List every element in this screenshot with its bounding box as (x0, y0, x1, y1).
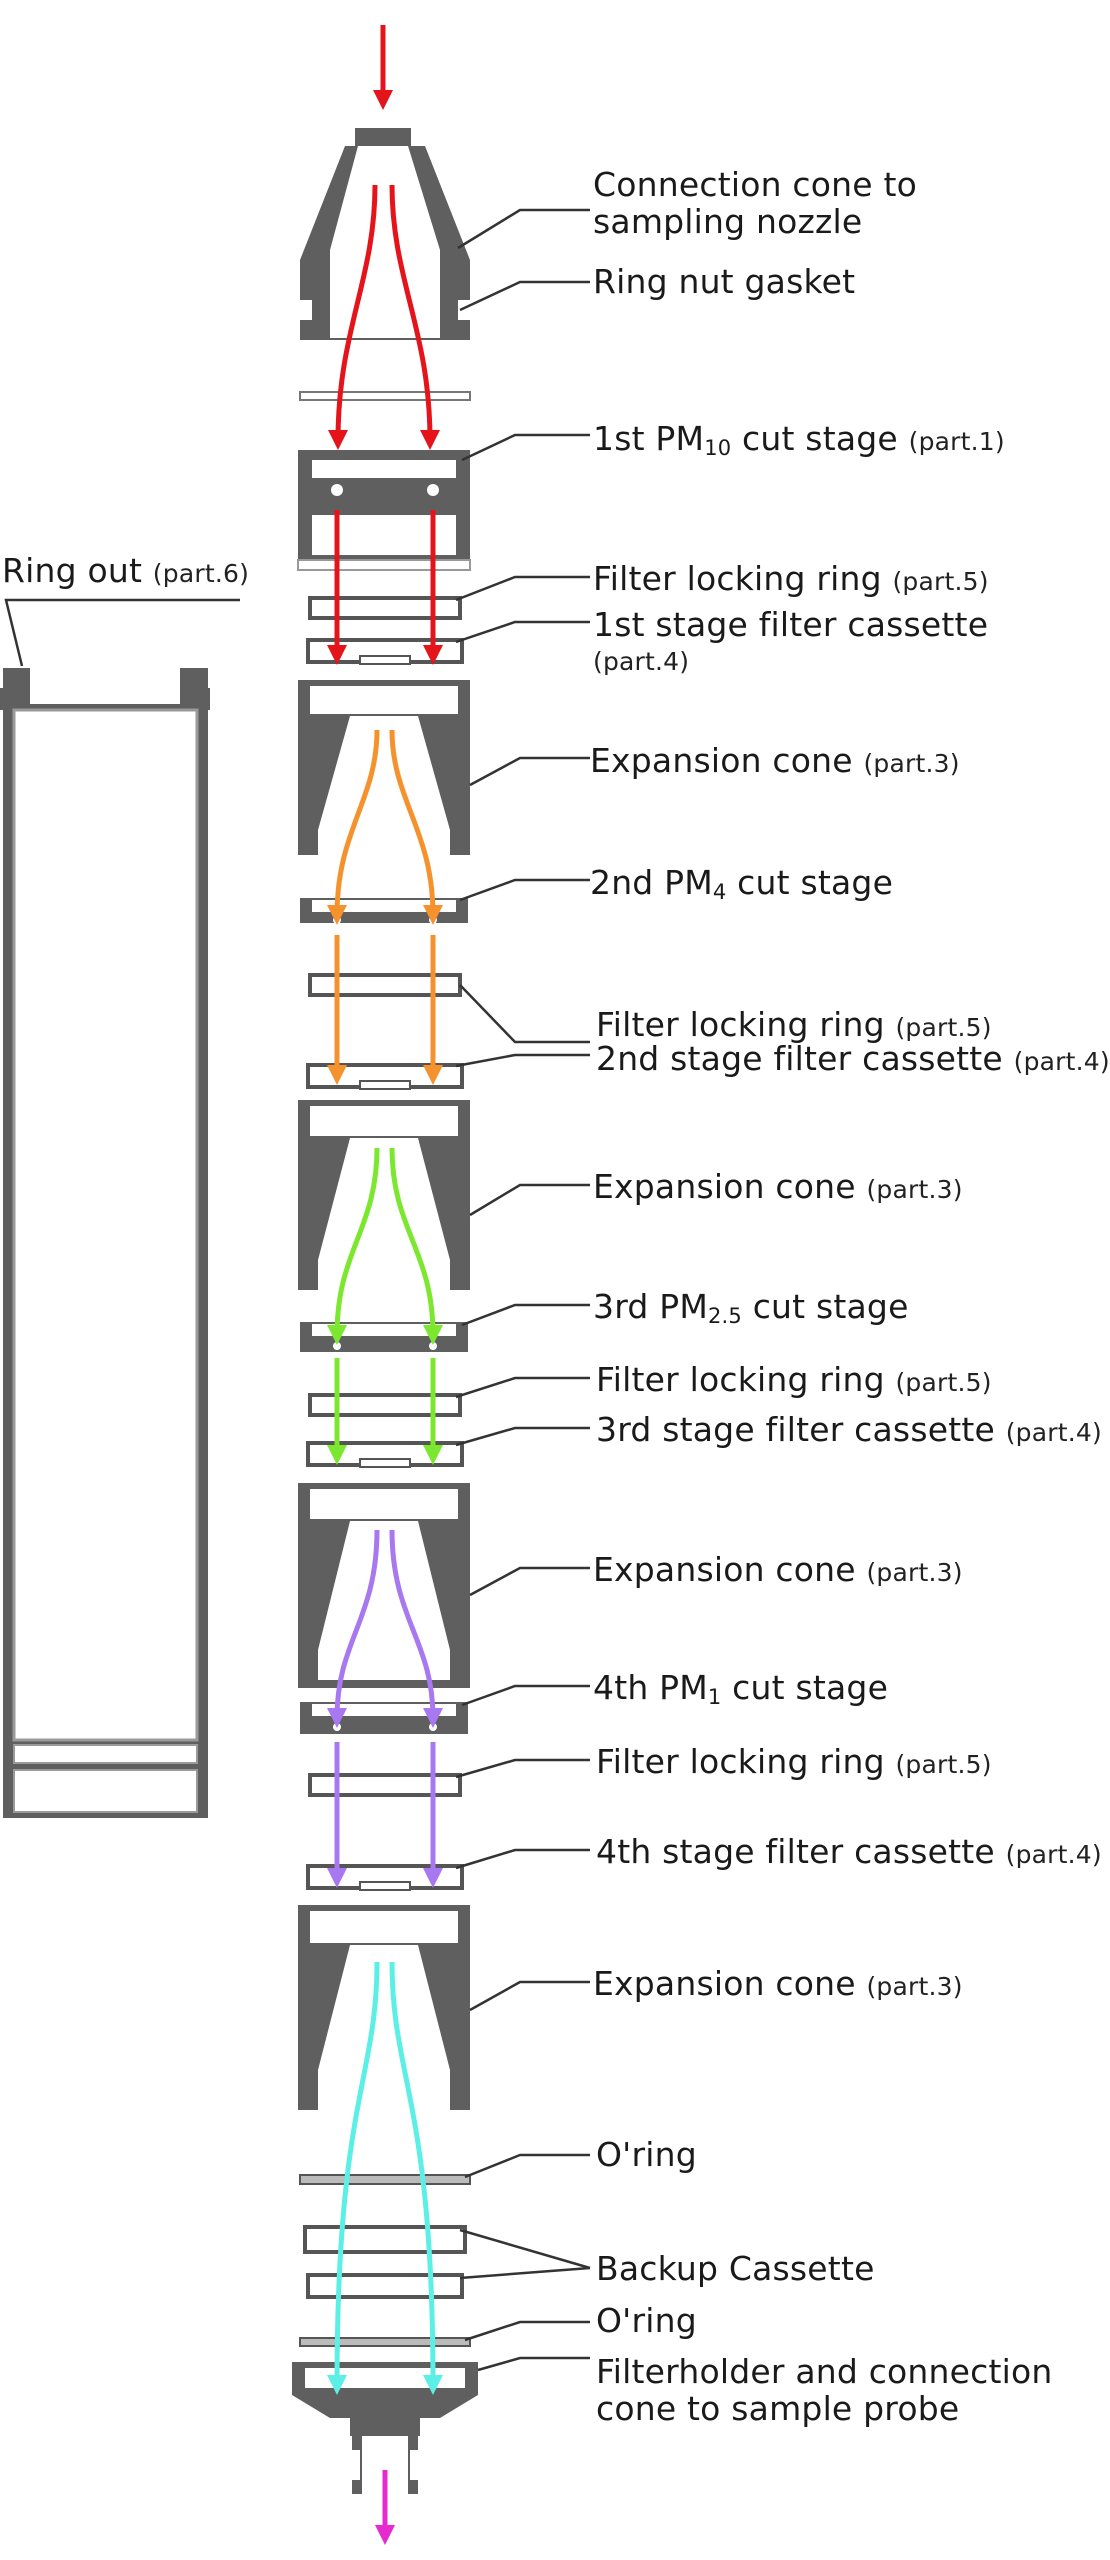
leader-cass4 (455, 1848, 590, 1870)
leader-stage3 (461, 1303, 590, 1327)
stage-1-body (297, 450, 471, 571)
filter-cassette-2 (306, 1063, 464, 1090)
label-exp1: Expansion cone (part.3) (590, 741, 960, 780)
label-stage4: 4th PM1 cut stage (593, 1668, 889, 1709)
label-flr3: Filter locking ring (part.5) (596, 1360, 992, 1399)
label-stage1: 1st PM10 cut stage (part.1) (593, 419, 1005, 460)
expansion-cone-1 (298, 680, 470, 855)
leader-cass3 (455, 1426, 590, 1447)
flow-orange-left (327, 729, 380, 925)
label-cass1: 1st stage filter cassette(part.4) (593, 605, 989, 676)
leader-cass2 (455, 1053, 590, 1068)
label-cass2: 2nd stage filter cassette (part.4) (596, 1039, 1110, 1078)
label-flr2: Filter locking ring (part.5) (596, 1005, 992, 1044)
leader-exp3 (469, 1566, 590, 1597)
filter-locking-ring-1 (308, 596, 462, 620)
leader-flr3 (455, 1376, 590, 1399)
leader-backup-upper (459, 2228, 591, 2270)
label-cass3: 3rd stage filter cassette (part.4) (596, 1410, 1102, 1449)
filter-locking-ring-3 (308, 1393, 462, 1417)
leader-oring1 (464, 2153, 590, 2179)
label-backup: Backup Cassette (596, 2249, 875, 2288)
filter-cassette-4 (306, 1864, 464, 1891)
diagram-canvas (0, 25, 591, 2545)
stage-3-body (300, 1322, 468, 1352)
stage-4-body (300, 1702, 468, 1734)
filter-locking-ring-4 (308, 1773, 462, 1797)
flow-cyan-right (389, 1961, 443, 2395)
leader-exp4 (469, 1980, 590, 2012)
filter-locking-ring-2 (308, 973, 462, 997)
label-exp3: Expansion cone (part.3) (593, 1550, 963, 1589)
oring-1 (299, 2174, 471, 2185)
filter-cassette-1 (306, 638, 464, 665)
stage-2-body (300, 898, 468, 924)
label-exp2: Expansion cone (part.3) (593, 1167, 963, 1206)
leader-holder (477, 2356, 590, 2372)
ring-out-tube (0, 668, 210, 1818)
flow-purple-left (327, 1529, 380, 1728)
label-stage3: 3rd PM2.5 cut stage (593, 1287, 909, 1328)
label-cass4: 4th stage filter cassette (part.4) (596, 1832, 1102, 1871)
leader-backup-lower (459, 2266, 591, 2280)
ring-nut-gasket (299, 391, 471, 401)
filter-cassette-3 (306, 1441, 464, 1468)
flow-orange-right (389, 729, 443, 925)
backup-cassette-upper (303, 2225, 467, 2254)
oring-2 (299, 2337, 471, 2347)
backup-cassette-lower (306, 2273, 464, 2299)
label-oring2: O'ring (596, 2301, 697, 2340)
flow-green-right (389, 1147, 443, 1345)
leader-stage1 (461, 433, 590, 462)
leader-flr1 (455, 575, 590, 602)
label-flr4: Filter locking ring (part.5) (596, 1742, 992, 1781)
flow-green-left (327, 1147, 380, 1345)
leader-exp2 (469, 1183, 590, 1217)
leader-ring-nut (459, 280, 590, 312)
leader-oring2 (464, 2320, 590, 2342)
leader-cass1 (455, 620, 590, 644)
expansion-cone-4 (298, 1905, 470, 2112)
leader-exp1 (469, 756, 590, 787)
label-oring1: O'ring (596, 2135, 697, 2174)
label-flr1: Filter locking ring (part.5) (593, 559, 989, 598)
flow-red-right (389, 184, 440, 450)
leader-stage2 (459, 878, 590, 902)
leader-flr2 (459, 984, 590, 1044)
leader-cone-nozzle (457, 208, 590, 250)
expansion-cone-3 (298, 1483, 470, 1688)
flow-purple-right (389, 1529, 443, 1728)
leader-flr4 (455, 1758, 590, 1779)
flow-cyan-left (327, 1961, 380, 2395)
leader-ring-out (4, 598, 240, 667)
leader-stage4 (461, 1684, 590, 1707)
connection-cone-nozzle (300, 128, 470, 340)
flow-red-left (328, 184, 378, 450)
label-exp4: Expansion cone (part.3) (593, 1964, 963, 2003)
expansion-cone-2 (298, 1100, 470, 1290)
label-ring-out: Ring out (part.6) (2, 551, 250, 590)
label-ring-nut: Ring nut gasket (593, 262, 856, 301)
label-stage2: 2nd PM4 cut stage (590, 863, 894, 904)
